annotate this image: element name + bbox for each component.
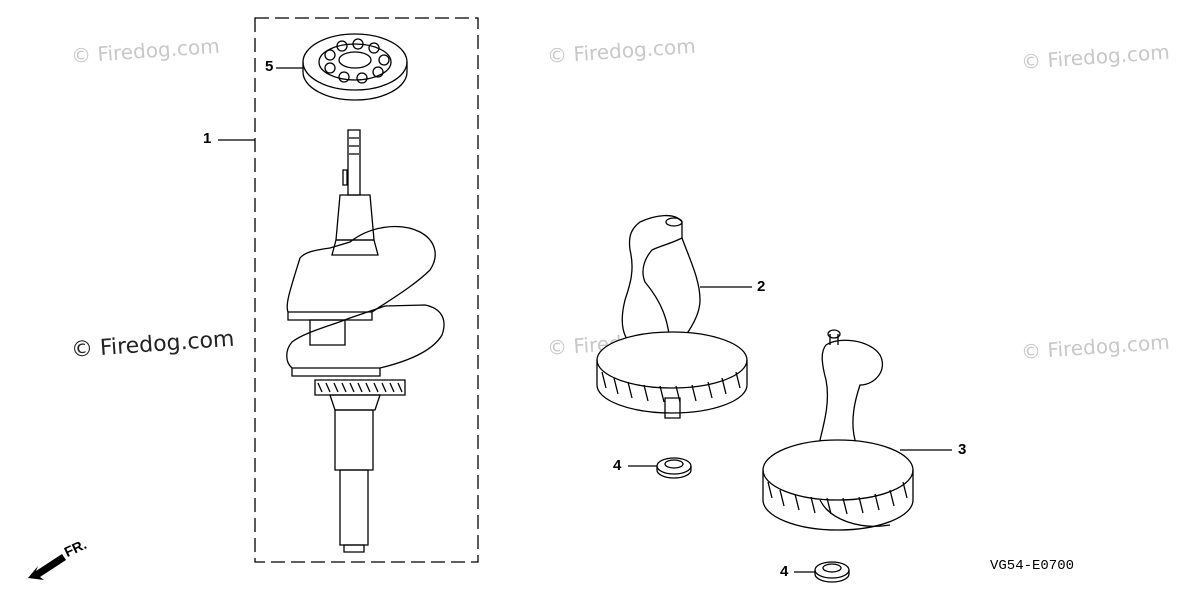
callout-3: 3 <box>958 441 967 458</box>
counterweight-shaft-3 <box>762 329 914 531</box>
callout-4: 4 <box>613 457 622 474</box>
callout-1: 1 <box>203 130 212 147</box>
washer <box>656 457 692 479</box>
callout-4: 4 <box>780 563 789 580</box>
front-direction-arrow-icon <box>28 554 66 580</box>
bearing <box>302 33 408 101</box>
washer <box>814 561 850 583</box>
counterweight-shaft-2 <box>596 214 748 419</box>
diagram-code: VG54-E0700 <box>990 558 1075 574</box>
callout-2: 2 <box>757 278 766 295</box>
group-box <box>254 17 479 563</box>
callout-5: 5 <box>265 58 274 75</box>
crankshaft <box>286 129 445 553</box>
